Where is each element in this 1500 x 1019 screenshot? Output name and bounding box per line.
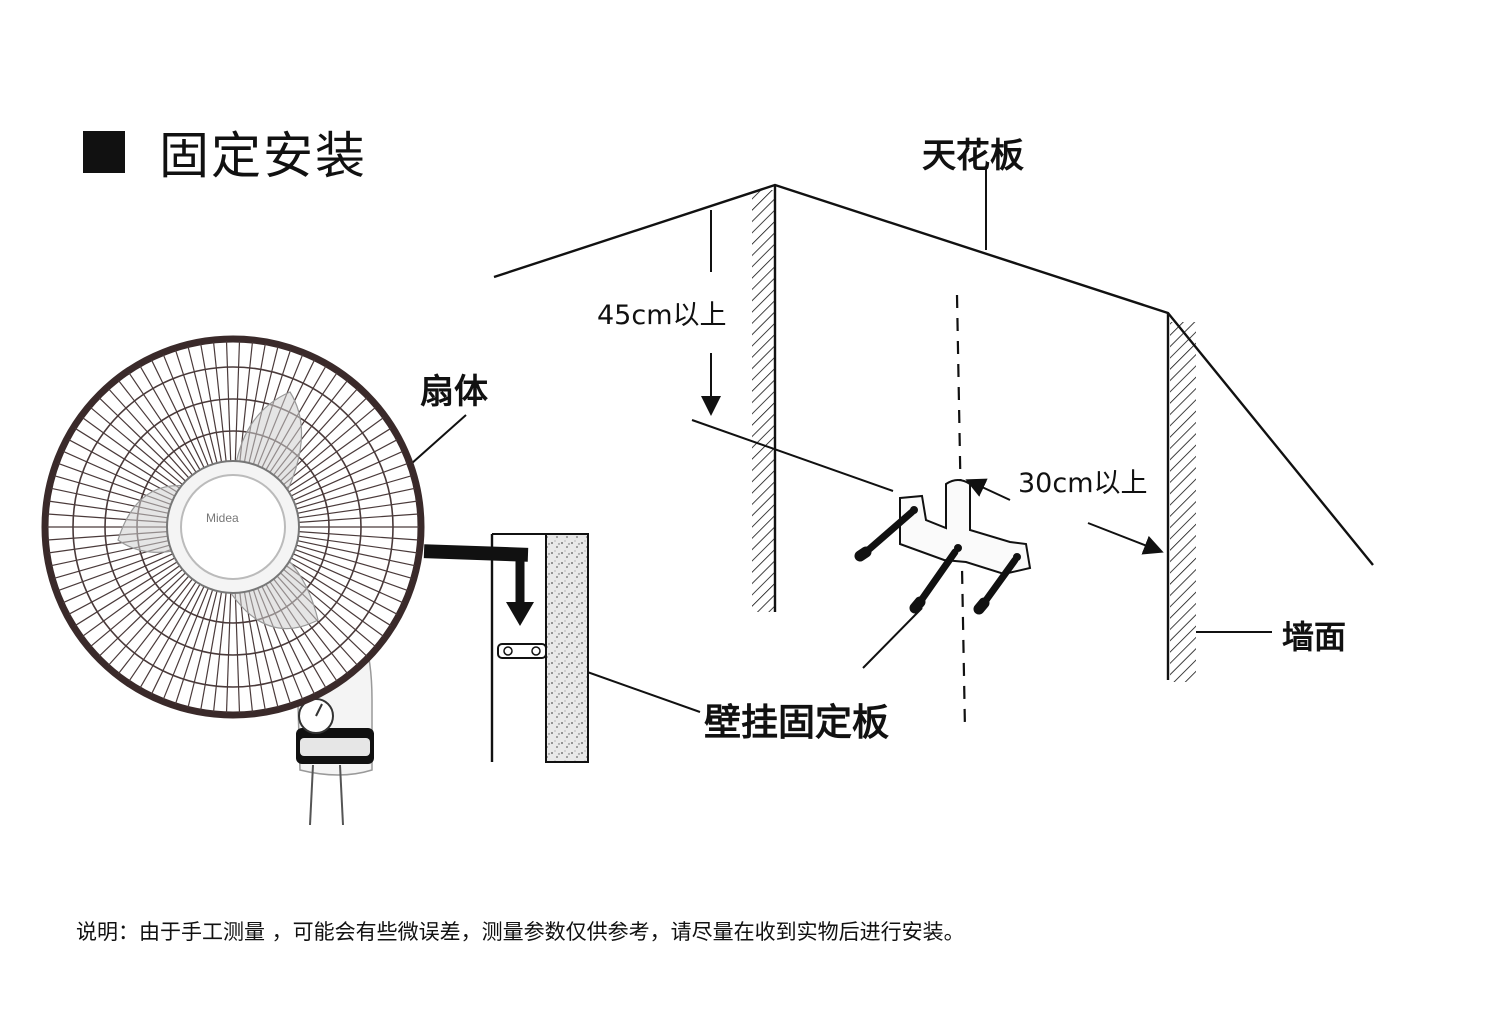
grill-wire — [293, 553, 404, 604]
grill-wire — [128, 372, 197, 473]
side-view-detail — [423, 533, 589, 763]
grill-wire — [174, 349, 214, 465]
grill-wire — [212, 341, 227, 462]
room-outline — [493, 183, 1374, 680]
distance-top-label: 45cm以上 — [597, 300, 727, 331]
grill-wire — [90, 406, 183, 486]
wall-hatching — [752, 190, 1196, 682]
grill-wire — [162, 354, 209, 467]
grill-wire — [139, 365, 201, 471]
grill-wire — [150, 359, 205, 468]
grill-wire — [296, 544, 412, 579]
grill-wire — [297, 487, 416, 514]
grill-wire — [290, 557, 398, 615]
grill-wire — [68, 557, 176, 615]
grill-wire — [293, 450, 404, 501]
grill-wire — [200, 343, 223, 463]
page-title: 固定安装 — [159, 127, 367, 185]
grill-wire — [212, 592, 227, 713]
wall-label: 墙面 — [1282, 618, 1347, 656]
grill-wire — [108, 388, 190, 479]
grill-wire — [98, 397, 186, 482]
grill-wire — [150, 586, 205, 695]
section-header: 固定安装 — [83, 120, 367, 185]
grill-wire — [288, 427, 392, 493]
grill-wire — [200, 591, 223, 711]
disclaimer-note: 说明：由于手工测量 ，可能会有些微误差，测量参数仅供参考，请尽量在收到实物后进行… — [76, 920, 965, 944]
grill-wire — [62, 553, 173, 604]
grill-wire — [286, 417, 384, 489]
title-square-icon — [83, 131, 125, 173]
grill-wire — [98, 572, 186, 657]
ceiling-label: 天花板 — [922, 136, 1024, 176]
grill-wire — [90, 568, 183, 648]
grill-wire — [290, 439, 398, 497]
grill-wire — [234, 592, 241, 713]
grill-wire — [225, 341, 232, 462]
grill-wire — [294, 549, 408, 592]
grill-wire — [296, 475, 412, 510]
grill-wire — [187, 590, 218, 708]
grill-wire — [297, 540, 416, 567]
brand-logo: Midea — [206, 511, 239, 525]
wall-bracket — [899, 479, 1032, 576]
grill-wire — [108, 575, 190, 666]
grill-wire — [128, 581, 197, 682]
grill-wire — [162, 587, 209, 700]
grill-wire — [74, 561, 178, 627]
grill-wire — [118, 380, 193, 476]
grill-wire — [82, 565, 180, 637]
grill-wire — [298, 500, 418, 519]
grill-wire — [283, 406, 376, 486]
grill-wire — [187, 346, 218, 464]
grill-wire — [58, 549, 172, 592]
grill-wire — [294, 462, 408, 505]
grill-wire — [68, 439, 176, 497]
grill-wire — [118, 578, 193, 674]
grill-wire — [286, 565, 384, 637]
grill-wire — [298, 531, 419, 541]
grill-wire — [174, 589, 214, 705]
fan-body-label: 扇体 — [420, 372, 488, 412]
grill-wire — [74, 427, 178, 493]
grill-wire — [225, 592, 232, 713]
dimension-30cm — [965, 478, 1164, 555]
grill-wire — [82, 417, 180, 489]
grill-wire — [139, 583, 201, 689]
wall-fan: Midea — [41, 335, 425, 826]
leader-lines — [401, 166, 1272, 713]
grill-wire — [298, 535, 418, 554]
grill-wire — [239, 592, 254, 713]
distance-side-label: 30cm以上 — [1018, 468, 1148, 499]
grill-wire — [234, 341, 241, 462]
bracket-label: 壁挂固定板 — [704, 701, 889, 744]
grill-wire — [298, 513, 419, 523]
grill-wire — [288, 561, 392, 627]
bracket-screws — [854, 508, 1019, 615]
dimension-45cm — [691, 210, 894, 492]
